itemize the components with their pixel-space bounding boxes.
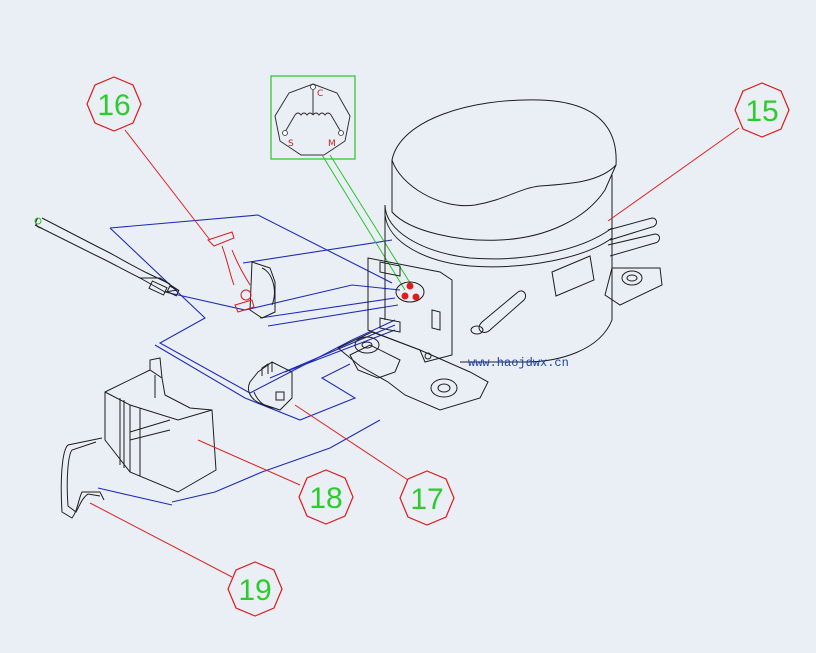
callout-19: 19 <box>227 561 283 617</box>
callout-number-17: 17 <box>410 483 443 516</box>
terminal-label-m: M <box>328 139 336 149</box>
terminal-inset: C S M <box>270 75 413 291</box>
start-relay <box>248 361 293 411</box>
capacitor <box>104 357 217 493</box>
compressor <box>337 99 663 411</box>
callout-17: 17 <box>399 470 455 526</box>
callout-16: 16 <box>86 76 142 132</box>
terminal-label-s: S <box>288 139 294 149</box>
leader-lines <box>89 127 740 578</box>
overload-protector <box>60 437 105 519</box>
wiring-harness <box>97 214 401 506</box>
thermostat <box>249 261 276 319</box>
thermostat-contacts <box>207 231 255 313</box>
terminal-label-c: C <box>317 89 323 99</box>
callout-number-19: 19 <box>238 574 271 607</box>
callout-number-15: 15 <box>745 95 778 128</box>
watermark-text: www.haojdwx.cn <box>468 356 569 370</box>
callout-number-18: 18 <box>309 482 342 515</box>
power-cord <box>34 217 180 297</box>
inset-frame <box>270 75 356 160</box>
terminal-block <box>395 281 425 303</box>
callout-18: 18 <box>298 469 354 525</box>
inset-octagon <box>274 83 351 156</box>
callout-number-16: 16 <box>97 89 130 122</box>
cord-end-marker <box>34 217 42 225</box>
callout-15: 15 <box>734 82 790 138</box>
